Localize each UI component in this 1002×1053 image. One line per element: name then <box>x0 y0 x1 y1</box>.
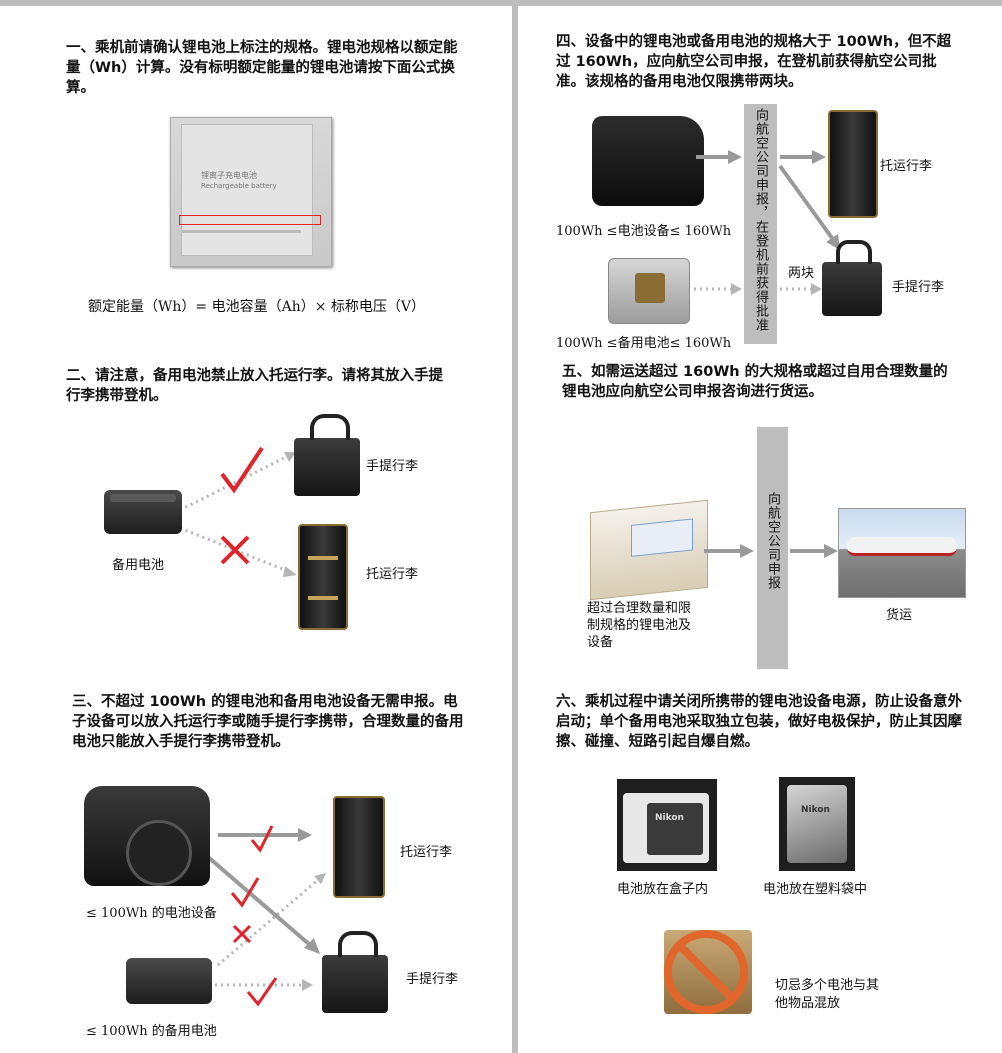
handbag-icon <box>322 931 388 1013</box>
section5-heading: 五、如需运送超过 160Wh 的大规格或超过自用合理数量的锂电池应向航空公司申报… <box>562 364 948 400</box>
check-mark-icon <box>246 977 278 1007</box>
suitcase-icon <box>298 524 348 630</box>
handbag-icon <box>822 240 882 316</box>
spare-battery-icon <box>104 490 182 534</box>
spare-label: 100Wh ≤备用电池≤ 160Wh <box>556 336 732 351</box>
warn-label: 切忌多个电池与其他物品混放 <box>775 978 880 1011</box>
carryon-label: 手提行李 <box>366 459 419 474</box>
suitcase-icon <box>828 110 878 218</box>
spare-label: ≤ 100Wh 的备用电池 <box>86 1024 217 1039</box>
check-mark-icon <box>230 877 260 908</box>
section6-heading: 六、乘机过程中请关闭所携带的锂电池设备电源，防止设备意外启动；单个备用电池采取独… <box>556 694 962 750</box>
handbag-icon <box>294 414 360 496</box>
check-mark-icon <box>250 825 274 853</box>
spare-battery-label: 备用电池 <box>112 558 165 573</box>
battery-text-cn: 锂离子充电电池 <box>201 171 257 180</box>
section2-arrows <box>179 446 297 577</box>
checked-label: 托运行李 <box>366 567 419 582</box>
suitcase-icon <box>333 796 385 898</box>
check-mark-icon <box>220 446 264 494</box>
battery-photo: 锂离子充电电池 Rechargeable battery <box>170 117 332 267</box>
declare-bar <box>757 427 788 669</box>
video-camera-icon <box>592 116 704 206</box>
section2-heading: 二、请注意，备用电池禁止放入托运行李。请将其放入手提行李携带登机。 <box>66 368 443 404</box>
box-label: 电池放在盒子内 <box>617 882 709 897</box>
device-label: 100Wh ≤电池设备≤ 160Wh <box>556 224 732 239</box>
declare-bar <box>744 104 777 344</box>
battery-in-box-photo: Nikon <box>617 779 717 871</box>
cargo-plane-photo <box>838 508 966 598</box>
battery-spec-highlight <box>179 215 321 225</box>
cross-mark-icon <box>232 924 252 944</box>
cross-mark-icon <box>220 535 250 565</box>
checked-label: 托运行李 <box>400 845 453 860</box>
bag-label: 电池放在塑料袋中 <box>763 882 868 897</box>
large-battery-icon <box>608 258 690 324</box>
two-pieces-label: 两块 <box>788 266 815 281</box>
declare-bar-text: 向航空公司申报，在登机前获得批准 <box>753 108 768 332</box>
carryon-label: 手提行李 <box>892 280 945 295</box>
declare-bar-text: 向航空公司申报 <box>765 492 780 590</box>
section3-heading: 三、不超过 100Wh 的锂电池和备用电池设备无需申报。电子设备可以放入托运行李… <box>72 694 464 750</box>
brand-text: Nikon <box>801 805 830 815</box>
camera-icon <box>84 786 210 886</box>
cargo-label: 货运 <box>886 608 913 623</box>
section3-arrows <box>206 825 326 1007</box>
top-border <box>0 0 1002 6</box>
section1-heading: 一、乘机前请确认锂电池上标注的规格。锂电池规格以额定能量（Wh）计算。没有标明额… <box>66 40 458 96</box>
battery-in-bag-photo: Nikon <box>779 777 855 871</box>
device-label: ≤ 100Wh 的电池设备 <box>86 906 217 921</box>
section4-heading: 四、设备中的锂电池或备用电池的规格大于 100Wh，但不超过 160Wh，应向航… <box>556 34 952 90</box>
box-label: 超过合理数量和限制规格的锂电池及设备 <box>587 601 692 650</box>
spare-battery-icon <box>126 958 212 1004</box>
checked-label: 托运行李 <box>880 159 933 174</box>
carryon-label: 手提行李 <box>406 972 459 987</box>
brand-text: Nikon <box>655 813 684 823</box>
formula: 额定能量（Wh）= 电池容量（Ah）× 标称电压（V） <box>88 299 426 315</box>
column-divider <box>512 0 518 1053</box>
battery-text-en: Rechargeable battery <box>201 182 277 190</box>
